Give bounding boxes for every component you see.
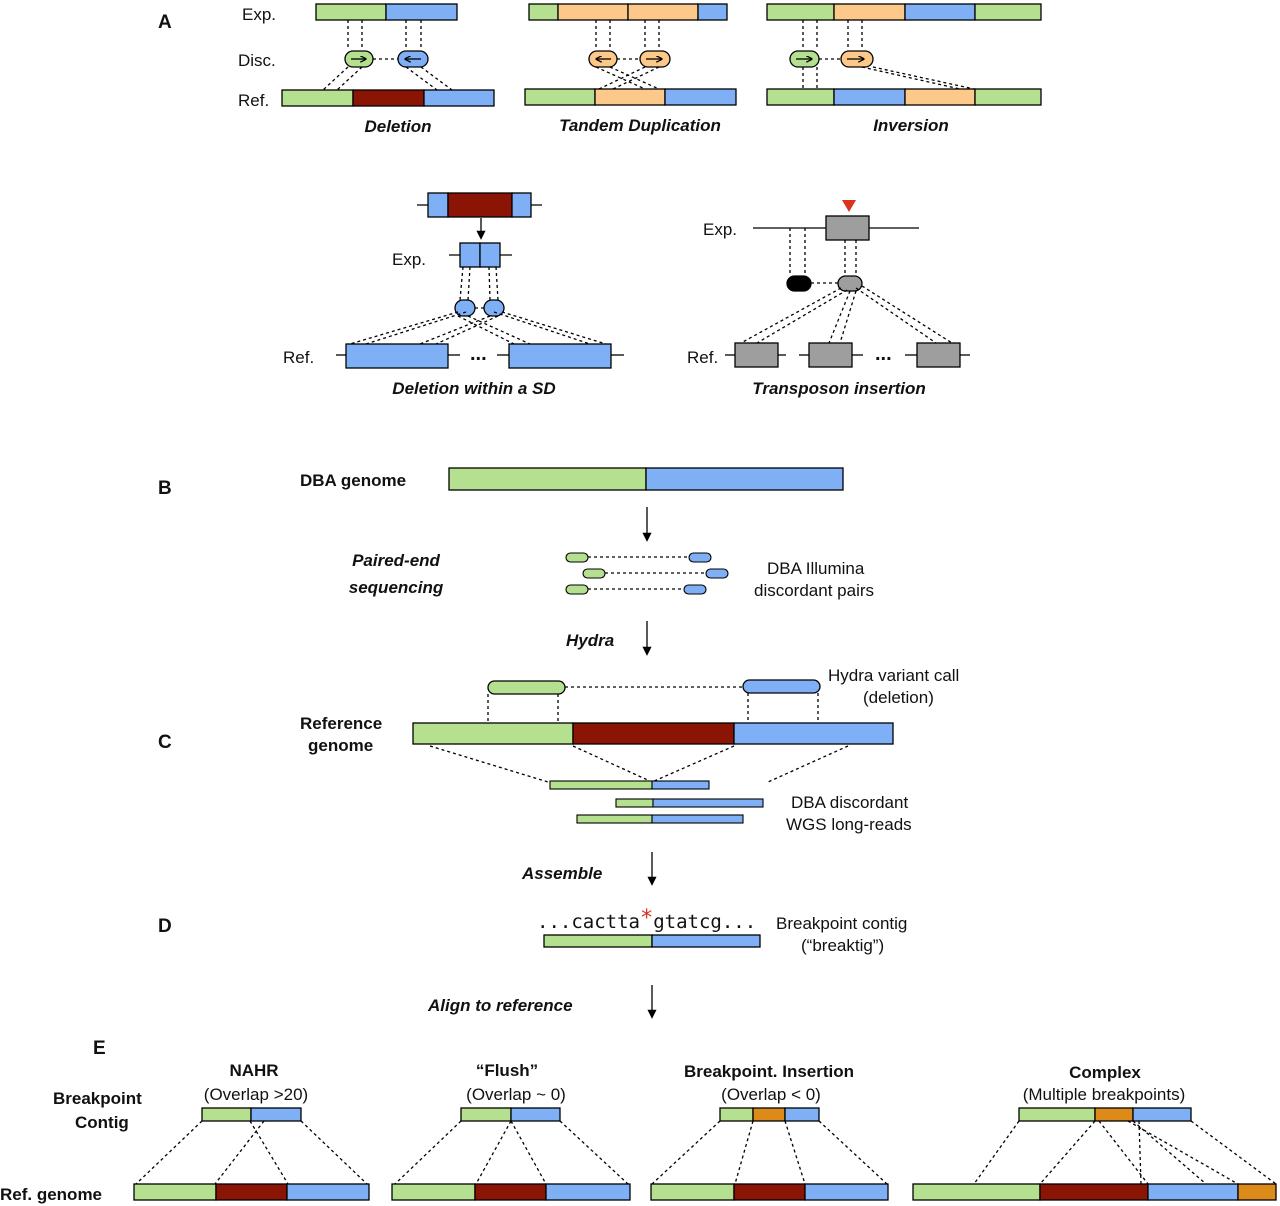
deletion-ref-green-segment	[281, 89, 354, 107]
deletion-title: Deletion	[364, 117, 431, 136]
hydra-call-green-read	[487, 680, 566, 695]
tandem-duplication-diagram: Tandem Duplication	[524, 3, 737, 135]
hydra-label: Hydra	[566, 631, 614, 650]
sd-ref-label: Ref.	[283, 348, 314, 367]
inversion-title: Inversion	[873, 116, 949, 135]
sd-exp-label: Exp.	[392, 250, 426, 269]
breakpoint-contig-row-label-line2: Contig	[75, 1113, 129, 1132]
case-subtitle: (Overlap ~ 0)	[466, 1085, 566, 1104]
dba-genome-green-segment	[448, 467, 647, 491]
breakpoint-contig-label-line2: (“breaktig”)	[801, 936, 884, 955]
sequence-left: ...cactta	[537, 911, 640, 933]
ref-genome-blue-segment	[733, 722, 894, 745]
transposon-title: Transposon insertion	[752, 379, 926, 398]
panel-label-a: A	[158, 12, 172, 33]
deletion-disc-label: Disc.	[238, 51, 276, 70]
hydra-call-blue-read	[742, 679, 821, 694]
deletion-ref-label: Ref.	[238, 91, 269, 110]
dba-genome-label: DBA genome	[300, 471, 406, 490]
panel-label-d: D	[158, 916, 172, 937]
ref-genome-green-segment	[412, 722, 574, 745]
dba-genome-blue-segment	[645, 467, 844, 491]
case-flush: “Flush” (Overlap ~ 0)	[391, 1061, 631, 1201]
breakpoint-contig-label-line1: Breakpoint contig	[776, 914, 907, 933]
case-title: “Flush”	[476, 1061, 538, 1080]
long-reads-label-line1: DBA discordant	[791, 793, 908, 812]
ref-genome-deleted-segment	[572, 722, 735, 745]
long-reads	[549, 780, 764, 824]
reference-genome-label-line1: Reference	[300, 714, 382, 733]
breaktig-green-segment	[543, 934, 653, 948]
sd-deletion-diagram: Exp. Ref. ... Deletion within a SD	[283, 192, 624, 398]
deletion-ref-deleted-segment	[352, 89, 425, 107]
transposon-insertion-diagram: Exp. Ref. ... Transposon insertion	[687, 200, 970, 398]
deletion-exp-label: Exp.	[242, 5, 276, 24]
case-subtitle: (Overlap < 0)	[721, 1085, 821, 1104]
case-complex: Complex (Multiple breakpoints)	[912, 1063, 1277, 1201]
te-gray-read	[837, 275, 863, 292]
sequence-right: gtatcg...	[653, 911, 756, 933]
illumina-pairs-label-line2: discordant pairs	[754, 581, 874, 600]
breakpoint-star: *	[640, 906, 653, 931]
case-title: Complex	[1069, 1063, 1141, 1082]
panel-label-e: E	[93, 1038, 106, 1059]
breaktig-sequence: ...cactta*gtatcg...	[537, 906, 756, 933]
deletion-exp-green-segment	[315, 3, 387, 21]
assemble-label: Assemble	[521, 864, 602, 883]
breaktig-blue-segment	[651, 934, 761, 948]
breakpoint-contig-row-label-line1: Breakpoint	[53, 1089, 142, 1108]
paired-end-label-line1: Paired-end	[352, 551, 440, 570]
deletion-diagram: Exp. Disc. Ref. Deletion	[238, 3, 495, 136]
discordant-pairs	[565, 552, 729, 595]
reference-genome-label-line2: genome	[308, 736, 373, 755]
insertion-site-arrowhead	[842, 200, 856, 212]
panel-label-b: B	[158, 478, 172, 499]
deletion-ref-blue-segment	[423, 89, 495, 107]
te-ref-label: Ref.	[687, 348, 718, 367]
tandem-duplication-title: Tandem Duplication	[559, 116, 721, 135]
hydra-call-label-line1: Hydra variant call	[828, 666, 959, 685]
illumina-pairs-label-line1: DBA Illumina	[767, 559, 865, 578]
align-to-reference-label: Align to reference	[427, 996, 573, 1015]
case-subtitle: (Overlap >20)	[204, 1085, 308, 1104]
sd-ellipsis: ...	[470, 343, 487, 365]
ref-genome-row-label: Ref. genome	[0, 1185, 102, 1204]
long-reads-label-line2: WGS long-reads	[786, 815, 912, 834]
case-breakpoint-insertion: Breakpoint. Insertion (Overlap < 0)	[650, 1062, 889, 1201]
paired-end-label-line2: sequencing	[349, 578, 444, 597]
te-black-read	[786, 275, 812, 292]
inversion-diagram: Inversion	[766, 3, 1042, 135]
sd-deletion-title: Deletion within a SD	[392, 379, 555, 398]
te-ellipsis: ...	[875, 343, 892, 365]
panel-label-c: C	[158, 732, 172, 753]
case-nahr: NAHR (Overlap >20)	[133, 1061, 370, 1201]
hydra-call-label-line2: (deletion)	[863, 688, 934, 707]
case-subtitle: (Multiple breakpoints)	[1023, 1085, 1186, 1104]
deletion-exp-blue-segment	[385, 3, 458, 21]
te-exp-label: Exp.	[703, 220, 737, 239]
case-title: NAHR	[229, 1061, 278, 1080]
case-title: Breakpoint. Insertion	[684, 1062, 854, 1081]
